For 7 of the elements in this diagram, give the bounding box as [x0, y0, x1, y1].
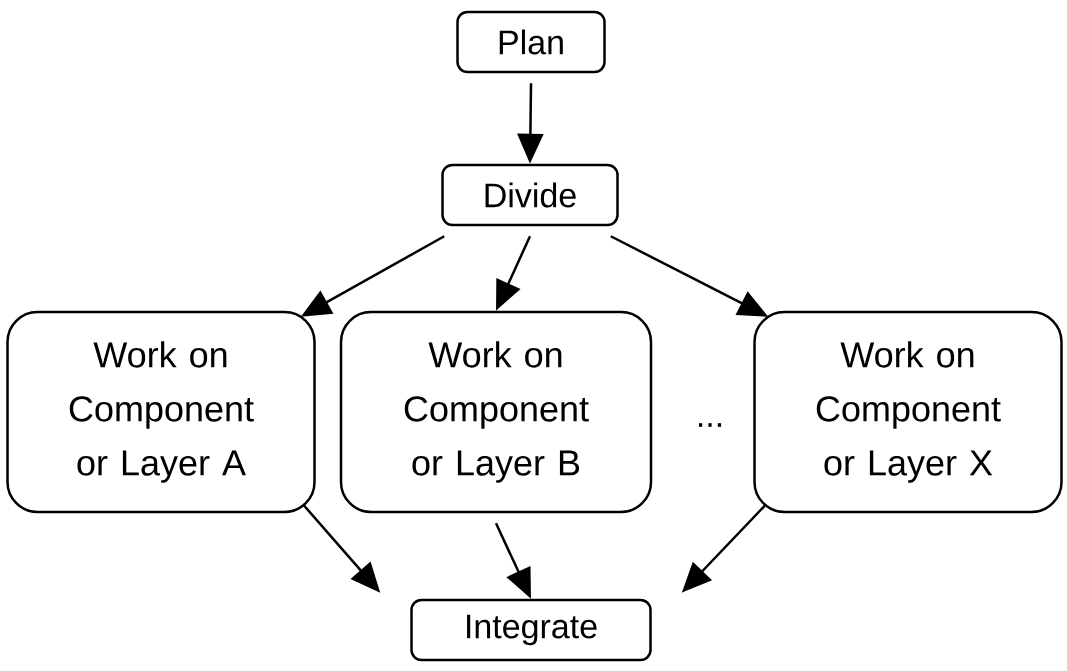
process-box: Work on Component or Layer B: [339, 310, 653, 514]
process-box: Integrate: [410, 598, 652, 662]
process-box: Plan: [456, 10, 606, 74]
process-box: Work on Component or Layer A: [6, 310, 316, 514]
ellipsis: ...: [698, 423, 722, 427]
process-box: Work on Component or Layer X: [753, 310, 1063, 514]
process-box: Divide: [441, 163, 619, 227]
